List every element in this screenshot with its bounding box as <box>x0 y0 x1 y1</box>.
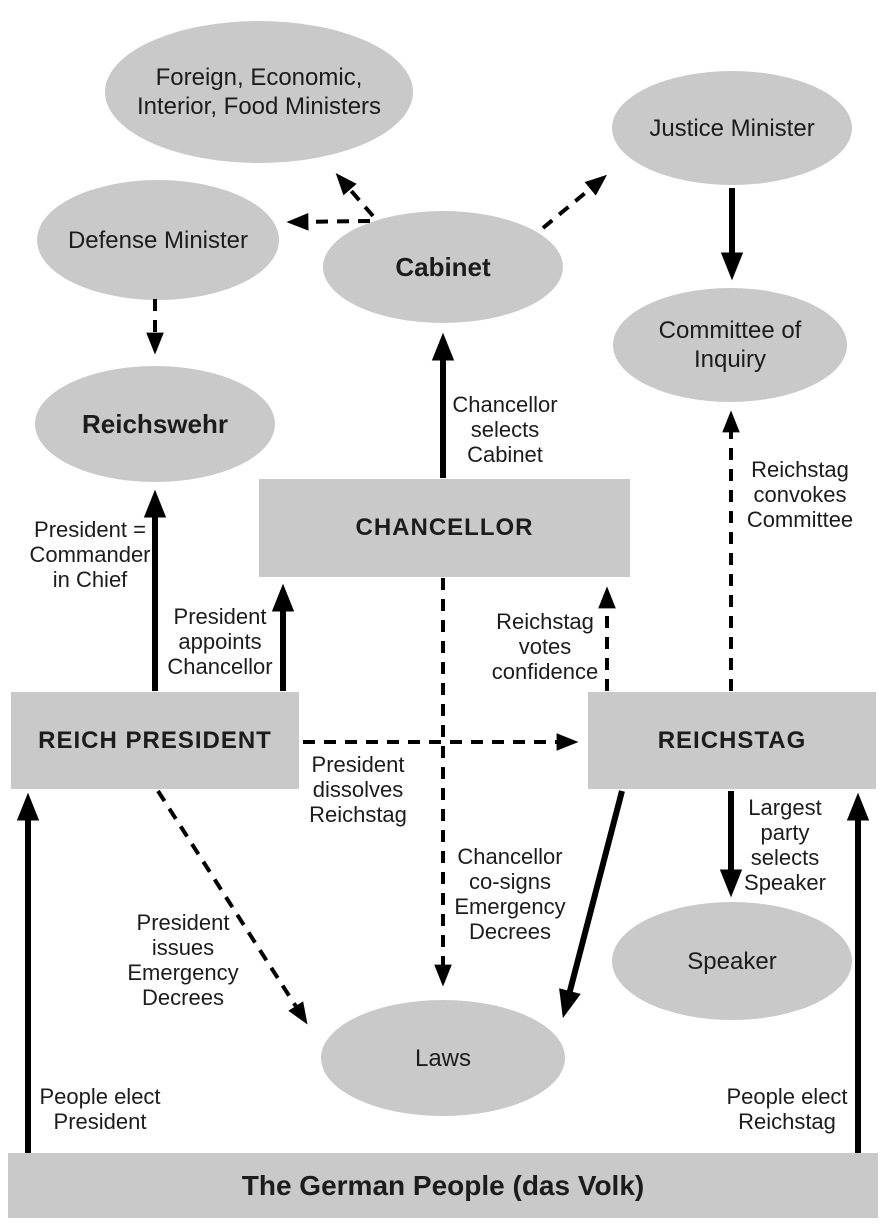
node-reichstag: REICHSTAG <box>588 692 876 789</box>
node-laws: Laws <box>321 1000 565 1116</box>
label-president-dissolves-reichstag: President dissolves Reichstag <box>309 752 407 827</box>
node-defense-minister: Defense Minister <box>37 180 279 300</box>
arrow-cabinet-to-defense-minister <box>286 213 371 231</box>
label-president-issues-decrees: President issues Emergency Decrees <box>127 910 239 1010</box>
arrow-cabinet-to-foreign-ministers <box>335 173 375 218</box>
label-chancellor-selects-cabinet: Chancellor selects Cabinet <box>452 392 558 467</box>
node-committee-of-inquiry: Committee of Inquiry <box>613 288 847 402</box>
label-president-commander-in-chief: President = Commander in Chief <box>29 517 151 592</box>
label-largest-party-selects-speaker: Largest party selects Speaker <box>744 795 826 895</box>
label-people-elect-president: People elect President <box>39 1084 161 1134</box>
label-people-elect-reichstag: People elect Reichstag <box>726 1084 848 1134</box>
node-german-people-bar: The German People (das Volk) <box>8 1153 878 1218</box>
node-foreign-ministers: Foreign, Economic, Interior, Food Minist… <box>105 21 413 163</box>
node-cabinet: Cabinet <box>323 211 563 323</box>
arrow-cabinet-to-justice-minister <box>541 174 608 230</box>
node-justice-minister: Justice Minister <box>612 71 852 185</box>
label-reichstag-votes-confidence: Reichstag votes confidence <box>491 609 599 684</box>
label-president-appoints-chancellor: President appoints Chancellor <box>167 604 273 679</box>
node-reich-president: REICH PRESIDENT <box>11 692 299 789</box>
node-chancellor: CHANCELLOR <box>259 479 630 577</box>
node-reichswehr: Reichswehr <box>35 366 275 482</box>
node-speaker: Speaker <box>612 902 852 1020</box>
label-chancellor-cosigns-decrees: Chancellor co-signs Emergency Decrees <box>454 844 566 944</box>
label-reichstag-convokes-committee: Reichstag convokes Committee <box>746 457 854 532</box>
